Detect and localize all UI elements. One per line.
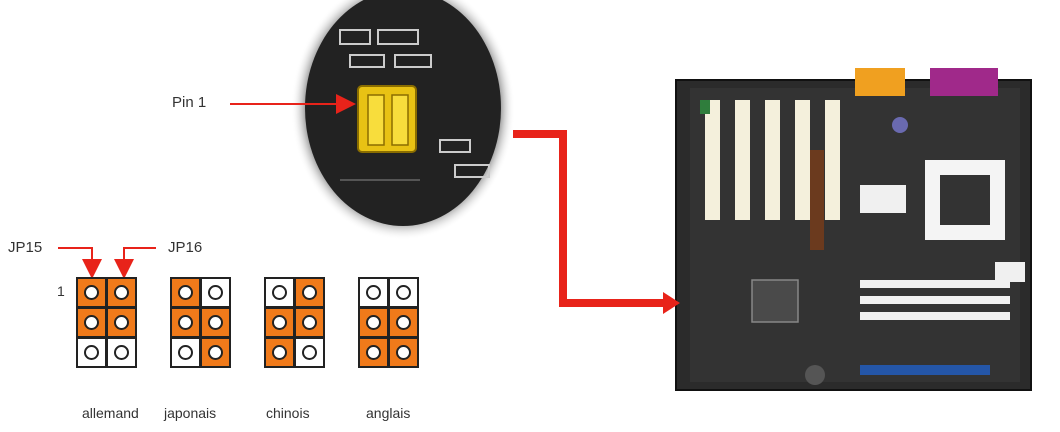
pin-circle [302, 315, 317, 330]
jumper-block-japonais [170, 277, 231, 368]
jumper-cell [200, 337, 231, 368]
jumper-cell [170, 337, 201, 368]
jumper-cell [388, 337, 419, 368]
jumper-cell [106, 307, 137, 338]
pin-circle [114, 285, 129, 300]
pin-circle [366, 315, 381, 330]
jumper-cell [358, 307, 389, 338]
pin-circle [366, 285, 381, 300]
pin-circle [208, 315, 223, 330]
pin-circle [178, 315, 193, 330]
jumper-cell [170, 307, 201, 338]
jumper-label-chinois: chinois [266, 405, 310, 421]
jumper-cell [388, 307, 419, 338]
jp15-arrow [58, 247, 102, 279]
pin-circle [396, 345, 411, 360]
pin-circle [208, 345, 223, 360]
jumper-cell [388, 277, 419, 308]
jumper-block-anglais [358, 277, 419, 368]
jumper-cell [200, 277, 231, 308]
pin-circle [302, 285, 317, 300]
pin-circle [272, 345, 287, 360]
jumper-cell [294, 277, 325, 308]
pin1-label: Pin 1 [172, 94, 207, 111]
jumper-label-allemand: allemand [82, 405, 139, 421]
pin-circle [208, 285, 223, 300]
jumper-cell [106, 337, 137, 368]
jumper-label-japonais: japonais [164, 405, 217, 421]
pin-circle [84, 345, 99, 360]
jumper-block-chinois [264, 277, 325, 368]
jumper-cell [294, 337, 325, 368]
pin-circle [272, 285, 287, 300]
jumper-label-anglais: anglais [366, 405, 411, 421]
jumper-cell [76, 277, 107, 308]
jumper-cell [170, 277, 201, 308]
jumper-cell [264, 307, 295, 338]
connector-arrow [513, 130, 665, 307]
connector-arrowhead [663, 292, 680, 314]
jumper-cell [200, 307, 231, 338]
zoom-photo [291, 0, 515, 240]
motherboard-image [675, 68, 1032, 391]
jumper-cell [264, 277, 295, 308]
pin-circle [178, 345, 193, 360]
jumper-block-allemand [76, 277, 137, 368]
pin-circle [84, 315, 99, 330]
jumper-cell [358, 337, 389, 368]
jumper-cell [76, 337, 107, 368]
pin-circle [84, 285, 99, 300]
pin-circle [366, 345, 381, 360]
pin-circle [302, 345, 317, 360]
jp15-label: JP15 [8, 239, 43, 256]
jp16-label: JP16 [168, 239, 203, 256]
jp16-arrow [114, 247, 156, 279]
jumper-cell [106, 277, 137, 308]
pin-circle [114, 345, 129, 360]
jumper-cell [264, 337, 295, 368]
pin-circle [396, 285, 411, 300]
pin-circle [396, 315, 411, 330]
pin-circle [272, 315, 287, 330]
pin-circle [114, 315, 129, 330]
pin-number-label: 1 [57, 283, 65, 299]
jumper-cell [358, 277, 389, 308]
jumper-cell [294, 307, 325, 338]
pin-circle [178, 285, 193, 300]
jumper-cell [76, 307, 107, 338]
